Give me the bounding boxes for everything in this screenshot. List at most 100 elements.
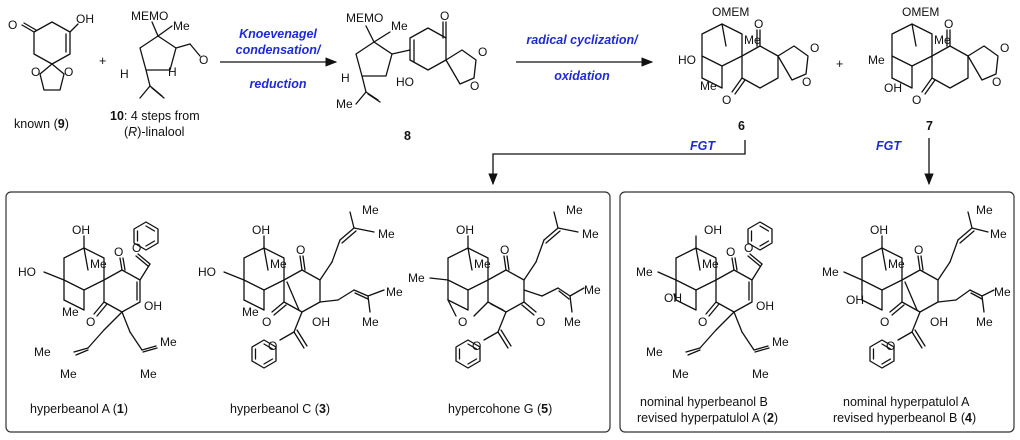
c3-o2-label: O <box>262 315 271 329</box>
c6-o-label: O <box>754 17 763 31</box>
c5-me5-label: Me <box>584 283 601 297</box>
c6-me2-label: Me <box>700 79 717 93</box>
c1-me4-label: Me <box>60 367 77 381</box>
c7-o4-label: O <box>992 75 1001 89</box>
step1-label-1: Knoevenagel <box>239 27 317 41</box>
compound-8-label: 8 <box>404 129 411 143</box>
c10-h2-label: H <box>168 65 177 79</box>
c6-me-label: Me <box>744 33 761 47</box>
c2-oh2-label: OH <box>664 291 682 305</box>
compound-2-label-2: revised hyperpatulol A (2) <box>637 411 778 425</box>
c4-me4-label: Me <box>990 227 1007 241</box>
c10-h1-label: H <box>120 67 129 81</box>
c5-o3-label: O <box>536 315 545 329</box>
c7-oh-label: OH <box>884 81 902 95</box>
c2-o2-label: O <box>698 315 707 329</box>
c2-o-label: O <box>726 245 735 259</box>
c10-o-label: O <box>199 53 208 67</box>
c8-me-label: Me <box>391 19 408 33</box>
c7-me2-label: Me <box>868 53 885 67</box>
compound-5-label: hypercohone G (5) <box>448 402 552 416</box>
natural-products-box-left <box>5 191 611 433</box>
c6-ho-label: HO <box>678 53 696 67</box>
c9-o1-label: O <box>31 65 40 79</box>
c5-me6-label: Me <box>564 315 581 329</box>
c8-o-label: O <box>440 9 449 23</box>
step2-label-1: radical cyclization/ <box>526 33 639 47</box>
compound-2: OH Me Me OH O O O OH Me Me Me Me nominal… <box>636 221 789 425</box>
compound-10-label: 10: 4 steps from <box>110 109 200 123</box>
c5-me2-label: Me <box>408 271 425 285</box>
c8-me2-label: Me <box>336 97 353 111</box>
c1-oh2-label: OH <box>144 299 162 313</box>
c5-o2-label: O <box>500 243 509 257</box>
c4-o-label: O <box>914 243 923 257</box>
c5-me-label: Me <box>474 257 491 271</box>
c7-me-label: Me <box>934 33 951 47</box>
compound-4-label-1: nominal hyperpatulol A <box>843 395 970 409</box>
compound-7-label: 7 <box>926 119 933 133</box>
compound-9: O OH O O known (9) <box>8 12 94 131</box>
compound-6: OMEM Me HO Me O O O O 6 <box>678 5 819 133</box>
c4-me-label: Me <box>888 257 905 271</box>
c5-o4-label: O <box>472 339 481 353</box>
c4-o2-label: O <box>880 315 889 329</box>
c2-oh-label: OH <box>704 223 722 237</box>
c2-me3-label: Me <box>646 345 663 359</box>
c2-oh3-label: OH <box>756 299 774 313</box>
c7-o2-label: O <box>912 93 921 107</box>
c8-memo-label: MEMO <box>346 11 383 25</box>
c1-me2-label: Me <box>62 305 79 319</box>
c9-oh-label: OH <box>76 12 94 26</box>
fgt-label-left: FGT <box>690 139 716 153</box>
c7-omem-label: OMEM <box>902 5 939 19</box>
fgt-arrow-left <box>488 140 746 186</box>
compound-3-label: hyperbeanol C (3) <box>230 402 330 416</box>
c8-ho-label: HO <box>396 75 414 89</box>
compound-8: MEMO Me H Me O HO O O 8 <box>336 9 487 143</box>
compound-10: MEMO Me H H O 10: 4 steps from (R)-linal… <box>110 9 208 139</box>
c6-o3-label: O <box>810 41 819 55</box>
c1-me-label: Me <box>90 257 107 271</box>
c4-me5-label: Me <box>994 285 1011 299</box>
c3-ho-label: HO <box>198 265 216 279</box>
c5-me3-label: Me <box>566 203 583 217</box>
compound-1-label: hyperbeanol A (1) <box>30 402 128 416</box>
c3-me3-label: Me <box>362 203 379 217</box>
c6-o2-label: O <box>722 93 731 107</box>
c4-oh-label: OH <box>870 223 888 237</box>
c3-me2-label: Me <box>242 305 259 319</box>
compound-10-source: (R)-linalool <box>124 125 184 139</box>
c3-o-label: O <box>296 243 305 257</box>
c3-o3-label: O <box>268 339 277 353</box>
c8-o1-label: O <box>478 45 487 59</box>
c2-o3-label: O <box>744 241 753 255</box>
compound-7: OMEM Me Me OH O O O O 7 <box>868 5 1009 133</box>
c6-omem-label: OMEM <box>712 5 749 19</box>
c7-o-label: O <box>944 17 953 31</box>
c3-me-label: Me <box>270 257 287 271</box>
step1-label-3: reduction <box>250 77 307 91</box>
c4-me6-label: Me <box>976 315 993 329</box>
c2-me5-label: Me <box>772 335 789 349</box>
c4-oh3-label: OH <box>930 315 948 329</box>
compound-4-label-2: revised hyperbeanol B (4) <box>833 411 976 425</box>
compound-1: OH Me HO Me O O O OH Me Me Me Me hyperbe… <box>18 221 177 416</box>
c1-oh-label: OH <box>72 223 90 237</box>
compound-5: OH Me Me O O O O Me Me Me Me hypercohone… <box>408 203 601 416</box>
compound-9-label: known (9) <box>14 117 69 131</box>
natural-products-box-right <box>619 191 1015 433</box>
c5-o-label: O <box>458 315 467 329</box>
c3-me4-label: Me <box>378 227 395 241</box>
c1-o2-label: O <box>86 315 95 329</box>
c4-oh2-label: OH <box>846 293 864 307</box>
c10-me-label: Me <box>173 19 190 33</box>
step1-label-2: condensation/ <box>236 43 322 57</box>
compound-6-label: 6 <box>738 119 745 133</box>
compound-2-label-1: nominal hyperbeanol B <box>640 395 768 409</box>
c10-memo-label: MEMO <box>131 9 168 23</box>
c2-me4-label: Me <box>672 367 689 381</box>
c3-oh-label: OH <box>252 223 270 237</box>
c4-me2-label: Me <box>822 265 839 279</box>
compound-4: OH Me Me OH O O OH O Me Me Me Me nominal… <box>822 203 1011 425</box>
